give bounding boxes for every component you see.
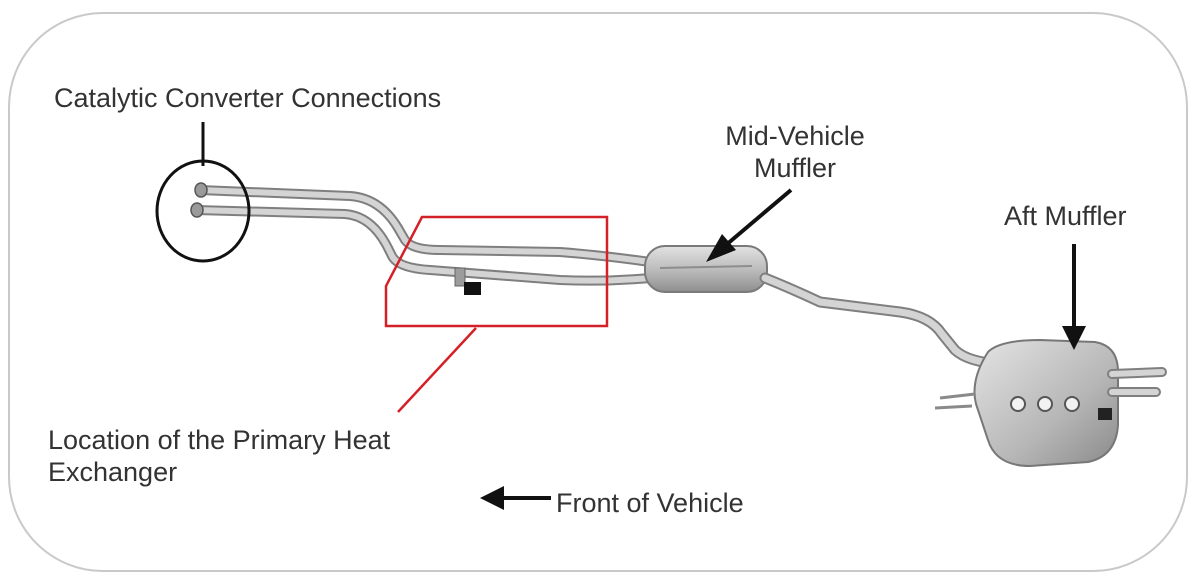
exhaust-pipe-rear [759, 272, 1006, 370]
tailpipes [1107, 367, 1167, 397]
arrow-left-icon [480, 486, 551, 510]
heat-exchanger-bracket [454, 267, 481, 295]
catalytic-converter-callout [155, 122, 251, 263]
aft-muffler-arrow [1062, 244, 1086, 350]
front-of-vehicle-label: Front of Vehicle [556, 488, 744, 518]
mid-vehicle-muffler-label-line1: Mid-Vehicle [725, 121, 865, 151]
mid-vehicle-muffler-label: Mid-Vehicle Muffler [700, 120, 890, 184]
aft-muffler [934, 338, 1119, 468]
exhaust-pipe-upper [195, 185, 655, 267]
converter-pipe-ends [190, 182, 208, 218]
heat-exchanger-highlight [384, 215, 609, 413]
mid-vehicle-muffler [644, 245, 768, 293]
heat-exchanger-label: Location of the Primary Heat Exchanger [48, 424, 390, 488]
mid-vehicle-muffler-label-line2: Muffler [753, 153, 837, 183]
heat-exchanger-label-line2: Exchanger [48, 457, 178, 487]
catalytic-converter-label: Catalytic Converter Connections [54, 83, 442, 113]
diagram-frame [8, 12, 1188, 572]
mid-muffler-arrow [706, 188, 793, 262]
heat-exchanger-label-line1: Location of the Primary Heat [48, 425, 391, 455]
aft-muffler-label: Aft Muffler [1004, 201, 1127, 231]
